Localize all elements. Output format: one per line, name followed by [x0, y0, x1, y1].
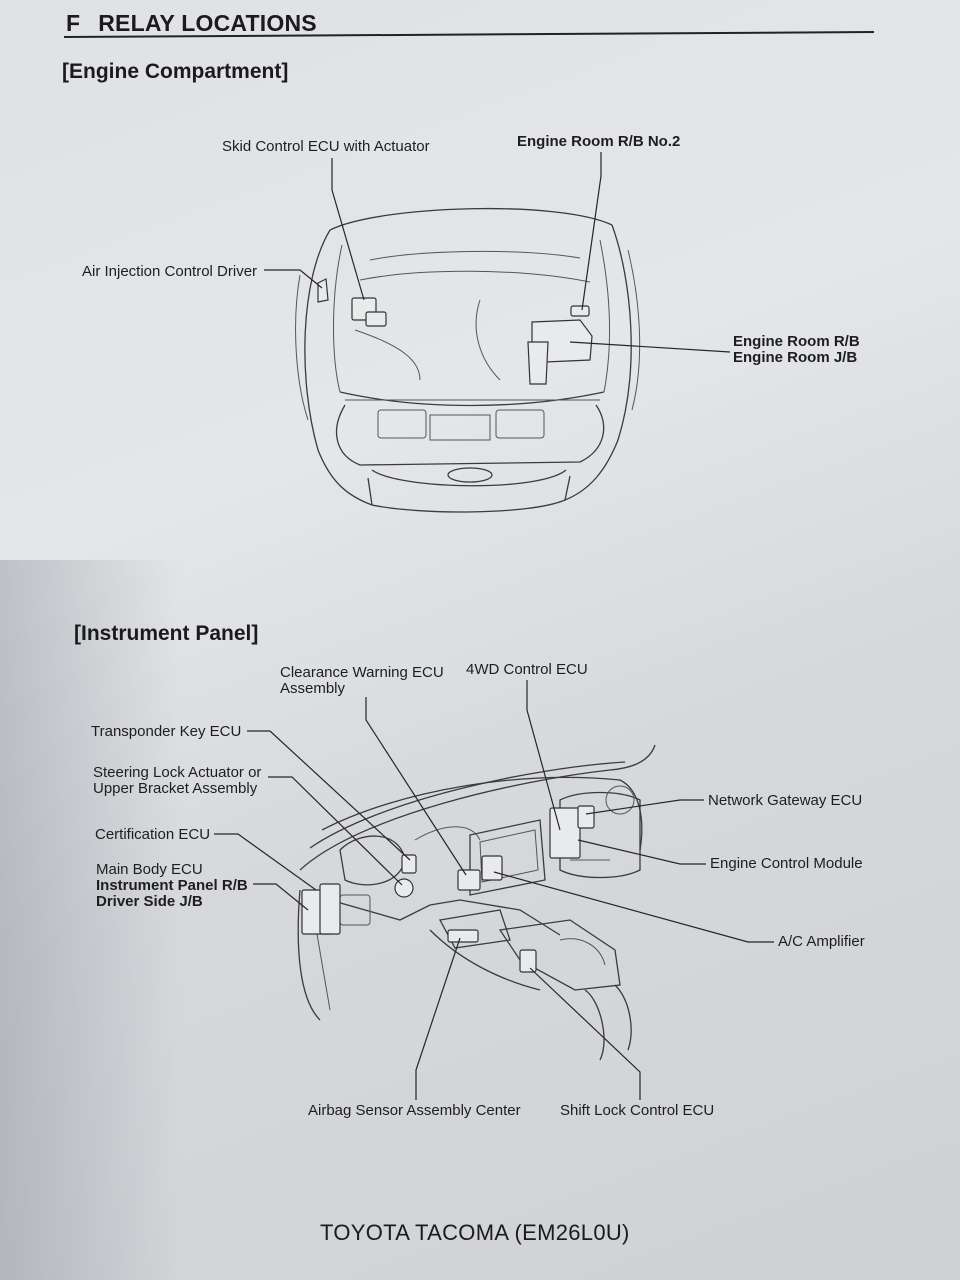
instrument-panel-illustration	[214, 680, 774, 1100]
label-air-injection-control-driver: Air Injection Control Driver	[82, 263, 258, 280]
label-clearance-warning-ecu: Clearance Warning ECU Assembly	[280, 665, 444, 697]
label-clearance-line1: Clearance Warning ECU	[280, 664, 444, 681]
label-steering-lock-actuator: Steering Lock Actuator or Upper Bracket …	[93, 765, 261, 797]
label-main-body-group: Main Body ECU Instrument Panel R/B Drive…	[96, 862, 248, 910]
label-steering-line1: Steering Lock Actuator or	[93, 764, 262, 781]
section-title: F RELAY LOCATIONS	[66, 10, 317, 37]
label-main-body-ecu: Main Body ECU	[96, 861, 203, 878]
label-engine-room-rb-jb: Engine Room R/B Engine Room J/B	[733, 334, 860, 366]
label-shift-lock-control-ecu: Shift Lock Control ECU	[560, 1102, 715, 1119]
label-skid-control-ecu: Skid Control ECU with Actuator	[222, 138, 430, 155]
section-title-text: RELAY LOCATIONS	[98, 10, 317, 36]
label-driver-side-jb: Driver Side J/B	[96, 893, 203, 910]
footer-model: TOYOTA TACOMA (EM26L0U)	[320, 1220, 630, 1245]
label-certification-ecu: Certification ECU	[95, 826, 211, 843]
instrument-panel-heading: [Instrument Panel]	[74, 622, 259, 645]
label-4wd-control-ecu: 4WD Control ECU	[466, 661, 588, 678]
label-transponder-key-ecu: Transponder Key ECU	[91, 723, 242, 740]
label-airbag-sensor-assembly-center: Airbag Sensor Assembly Center	[308, 1102, 521, 1119]
label-instrument-panel-rb: Instrument Panel R/B	[96, 877, 248, 894]
label-engine-control-module: Engine Control Module	[710, 855, 863, 872]
label-network-gateway-ecu: Network Gateway ECU	[708, 792, 863, 809]
engine-bay-illustration	[264, 152, 731, 513]
label-steering-line2: Upper Bracket Assembly	[93, 780, 258, 797]
label-engine-room-rb: Engine Room R/B	[733, 333, 860, 350]
section-letter: F	[66, 10, 81, 36]
label-engine-room-rb-no2: Engine Room R/B No.2	[517, 133, 681, 150]
label-clearance-line2: Assembly	[280, 680, 346, 697]
label-engine-room-jb: Engine Room J/B	[733, 349, 858, 366]
engine-compartment-heading: [Engine Compartment]	[62, 60, 289, 83]
label-ac-amplifier: A/C Amplifier	[778, 933, 865, 950]
